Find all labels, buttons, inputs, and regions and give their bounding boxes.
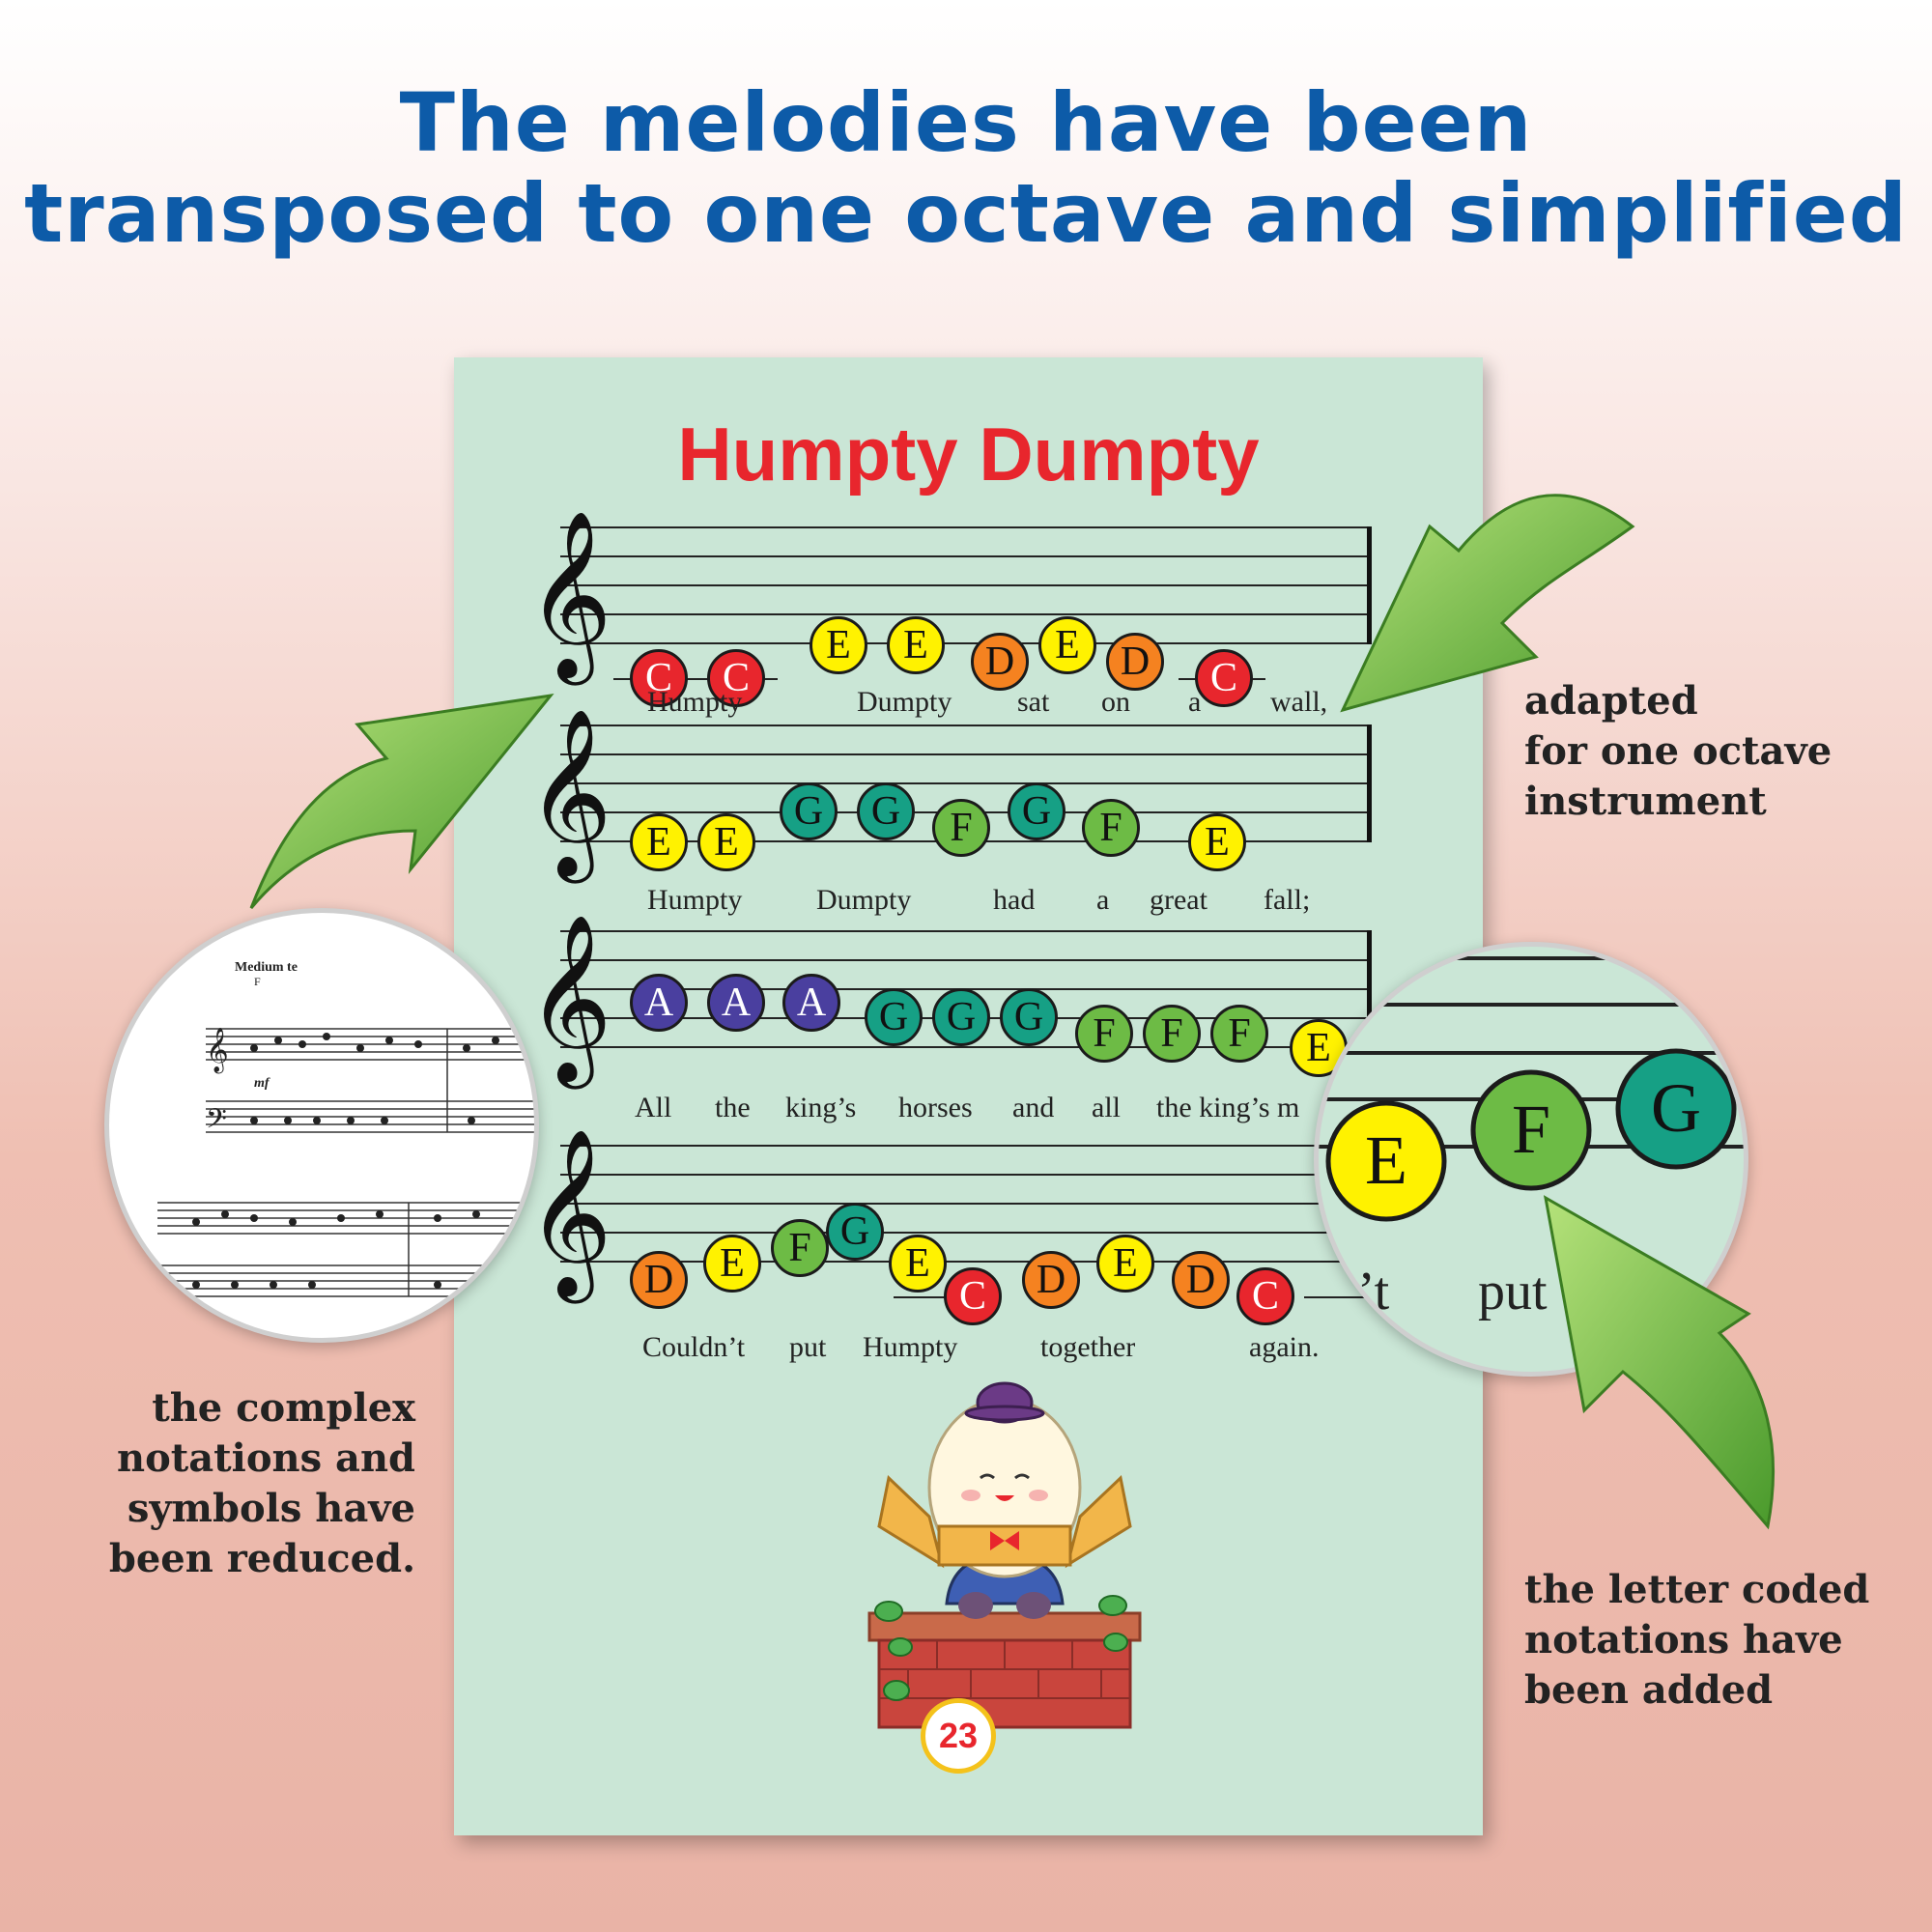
note-c: C <box>944 1267 1002 1325</box>
lyric: Humpty <box>863 1331 958 1363</box>
note-e: E <box>703 1235 761 1293</box>
lyric: together <box>1040 1331 1136 1363</box>
note-f: F <box>771 1219 829 1277</box>
arrow-up-left-icon <box>1543 1195 1776 1530</box>
annotation-added: the letter coded notations have been add… <box>1524 1567 1870 1713</box>
lyric: the king’s m <box>1156 1092 1300 1123</box>
treble-clef-icon: 𝄞 <box>526 510 612 678</box>
lyric: put <box>789 1331 827 1363</box>
music-sheet: Humpty Dumpty 𝄞 C C E E D E D C Humpty D… <box>454 357 1483 1835</box>
treble-clef-icon: 𝄞 <box>526 708 612 876</box>
lyric: all <box>1092 1092 1121 1123</box>
lyric: Dumpty <box>816 884 912 916</box>
note-c: C <box>1236 1267 1294 1325</box>
zoom-note-g: G <box>1651 1069 1701 1147</box>
note-g: G <box>780 782 838 840</box>
song-title: Humpty Dumpty <box>677 412 1260 497</box>
note-d: D <box>630 1251 688 1309</box>
note-e: E <box>1096 1235 1154 1293</box>
headline: The melodies have been transposed to one… <box>0 77 1932 259</box>
staff-row-2: 𝄞 E E G G F G F E <box>526 720 1372 871</box>
lyric: sat <box>1017 686 1050 718</box>
staff-row-3: 𝄞 A A A G G G F F F E <box>526 925 1372 1077</box>
lyric: great <box>1150 884 1208 916</box>
lyric: horses <box>898 1092 973 1123</box>
bass-clef-icon: 𝄢 <box>206 1103 227 1142</box>
note-g: G <box>1000 988 1058 1046</box>
lyric: All <box>635 1092 672 1123</box>
note-g: G <box>932 988 990 1046</box>
lyric: Dumpty <box>857 686 952 718</box>
treble-clef-icon: 𝄞 <box>526 914 612 1082</box>
note-c: C <box>1195 649 1253 707</box>
complex-score-icon: Medium te F mf 𝄞 𝄢 <box>157 960 534 1297</box>
note-f: F <box>1210 1005 1268 1063</box>
annotation-reduced: the complex notations and symbols have b… <box>108 1385 415 1581</box>
dynamic-text: mf <box>254 1076 270 1091</box>
lyric: on <box>1101 686 1130 718</box>
arrow-down-left-icon <box>1340 494 1635 713</box>
zoom-lyric-put: put <box>1478 1262 1548 1321</box>
note-c: C <box>707 649 765 707</box>
arrow-up-right-icon <box>249 693 554 909</box>
treble-clef-icon: 𝄞 <box>526 1128 612 1296</box>
zoom-note-f: F <box>1512 1091 1550 1168</box>
lyric: fall; <box>1264 884 1311 916</box>
staff-row-4: 𝄞 D E F G E C D E D C <box>526 1140 1391 1325</box>
lyric: king’s <box>785 1092 857 1123</box>
zoom-note-e: E <box>1365 1122 1407 1199</box>
note-d: D <box>1172 1251 1230 1309</box>
note-c: C <box>630 649 688 707</box>
chord-text: F <box>254 975 261 988</box>
lyric: the <box>715 1092 751 1123</box>
note-f: F <box>932 799 990 857</box>
note-d: D <box>1106 633 1164 691</box>
headline-line-2: transposed to one octave and simplified <box>24 166 1908 262</box>
lyric: Humpty <box>647 686 743 718</box>
note-a: A <box>707 974 765 1032</box>
lyric: Humpty <box>647 884 743 916</box>
page-number: 23 <box>921 1698 996 1774</box>
lyric: a <box>1096 884 1110 916</box>
note-e: E <box>810 616 867 674</box>
note-f: F <box>1075 1005 1133 1063</box>
note-e: E <box>697 813 755 871</box>
annotation-adapted: adapted for one octave instrument <box>1524 678 1833 824</box>
note-e: E <box>630 813 688 871</box>
note-f: F <box>1082 799 1140 857</box>
note-e: E <box>889 1235 947 1293</box>
lyric: Couldn’t <box>642 1331 746 1363</box>
headline-line-1: The melodies have been <box>399 75 1533 170</box>
note-g: G <box>865 988 923 1046</box>
note-g: G <box>857 782 915 840</box>
note-d: D <box>1022 1251 1080 1309</box>
note-a: A <box>782 974 840 1032</box>
note-f: F <box>1143 1005 1201 1063</box>
zoom-circle-complex-notation: Medium te F mf 𝄞 𝄢 <box>104 908 539 1343</box>
tempo-text: Medium te <box>235 960 298 975</box>
note-a: A <box>630 974 688 1032</box>
lyric: and <box>1012 1092 1055 1123</box>
note-d: D <box>971 633 1029 691</box>
note-e: E <box>1188 813 1246 871</box>
note-g: G <box>1008 782 1065 840</box>
lyric: a <box>1188 686 1202 718</box>
humpty-dumpty-illustration <box>867 1381 1142 1729</box>
note-e: E <box>887 616 945 674</box>
note-g: G <box>826 1203 884 1261</box>
zoomed-notes: E F G ’t put <box>1319 956 1744 1321</box>
lyric: again. <box>1249 1331 1320 1363</box>
lyric: wall, <box>1270 686 1328 718</box>
note-e: E <box>1038 616 1096 674</box>
treble-clef-icon: 𝄞 <box>206 1028 229 1074</box>
lyric: had <box>993 884 1036 916</box>
staff-row-1: 𝄞 C C E E D E D C <box>526 522 1372 707</box>
